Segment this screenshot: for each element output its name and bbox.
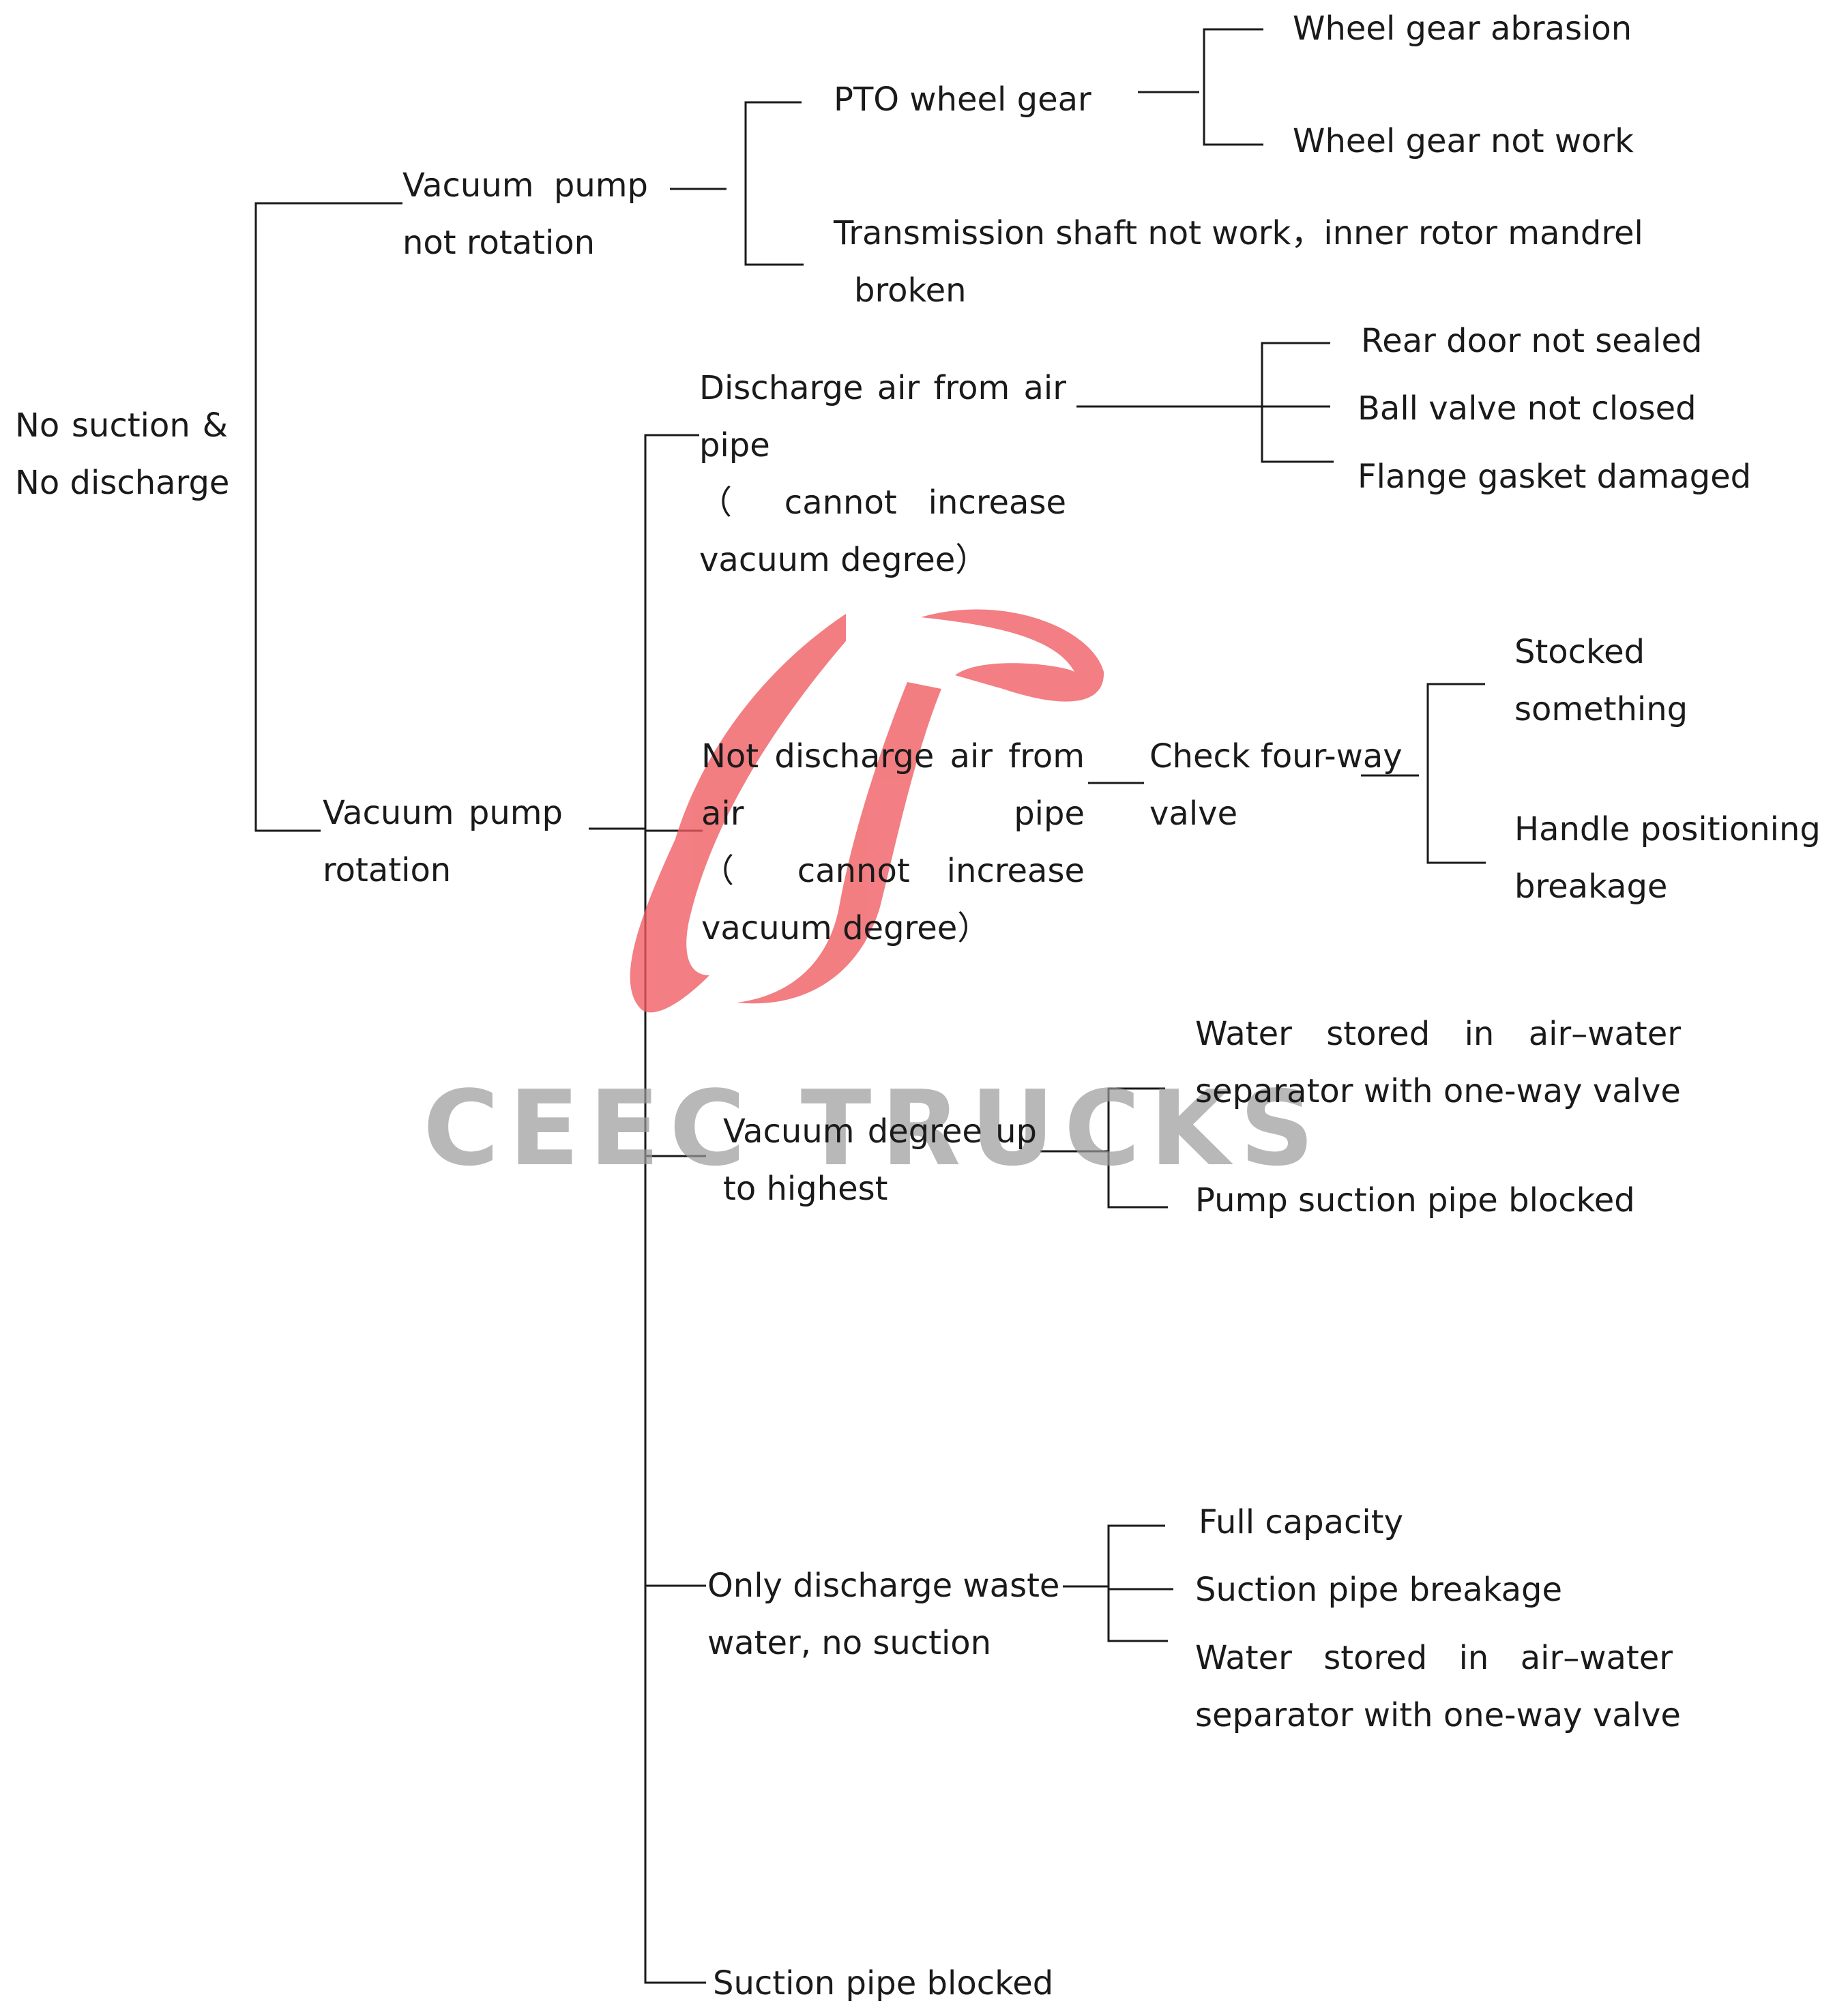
cause-water-stored-1: Water stored in air–water separator with… <box>1195 1015 1681 1110</box>
cause-stocked-something: Stocked something <box>1514 633 1688 728</box>
cause-wheel-gear-abrasion: Wheel gear abrasion <box>1293 10 1632 48</box>
rotation-trunk <box>589 434 706 1984</box>
discharge-air-bracket <box>1076 342 1334 463</box>
only-discharge-bracket <box>1063 1524 1173 1642</box>
check-valve-bracket <box>1088 683 1486 864</box>
not-rotation-bracket <box>670 101 804 266</box>
cause-full-capacity: Full capacity <box>1199 1503 1403 1541</box>
node-vacuum-pump-not-rotation: Vacuum pump not rotation <box>402 166 648 262</box>
cause-flange-gasket: Flange gasket damaged <box>1358 458 1752 496</box>
node-vacuum-degree-highest: Vacuum degree up to highest <box>723 1112 1037 1208</box>
node-suction-pipe-blocked: Suction pipe blocked <box>713 1964 1054 2002</box>
cause-pump-suction-blocked: Pump suction pipe blocked <box>1195 1181 1635 1219</box>
pto-bracket <box>1138 28 1263 146</box>
root-bracket <box>254 202 402 832</box>
cause-water-stored-2: Water stored in air–water separator with… <box>1195 1639 1681 1734</box>
node-pto-wheel-gear: PTO wheel gear <box>834 80 1091 119</box>
node-transmission-shaft: Transmission shaft not work，inner rotor … <box>834 214 1643 310</box>
cause-wheel-gear-not-work: Wheel gear not work <box>1293 122 1634 160</box>
cause-handle-positioning: Handle positioning breakage <box>1514 810 1821 906</box>
node-vacuum-pump-rotation: Vacuum pump rotation <box>323 794 563 889</box>
node-only-discharge: Only discharge waste water, no suction <box>707 1567 1060 1662</box>
vacuum-highest-bracket <box>1040 1087 1168 1209</box>
root-node: No suction & No discharge <box>15 406 230 502</box>
node-discharge-air: Discharge air from air pipe （ cannot inc… <box>699 369 1066 579</box>
node-check-four-way-valve: Check four-way valve <box>1149 737 1403 833</box>
cause-suction-pipe-breakage: Suction pipe breakage <box>1195 1571 1563 1609</box>
node-not-discharge-air: Not discharge air from air pipe （ cannot… <box>701 737 1085 947</box>
cause-ball-valve: Ball valve not closed <box>1358 389 1697 428</box>
cause-rear-door: Rear door not sealed <box>1361 322 1703 360</box>
